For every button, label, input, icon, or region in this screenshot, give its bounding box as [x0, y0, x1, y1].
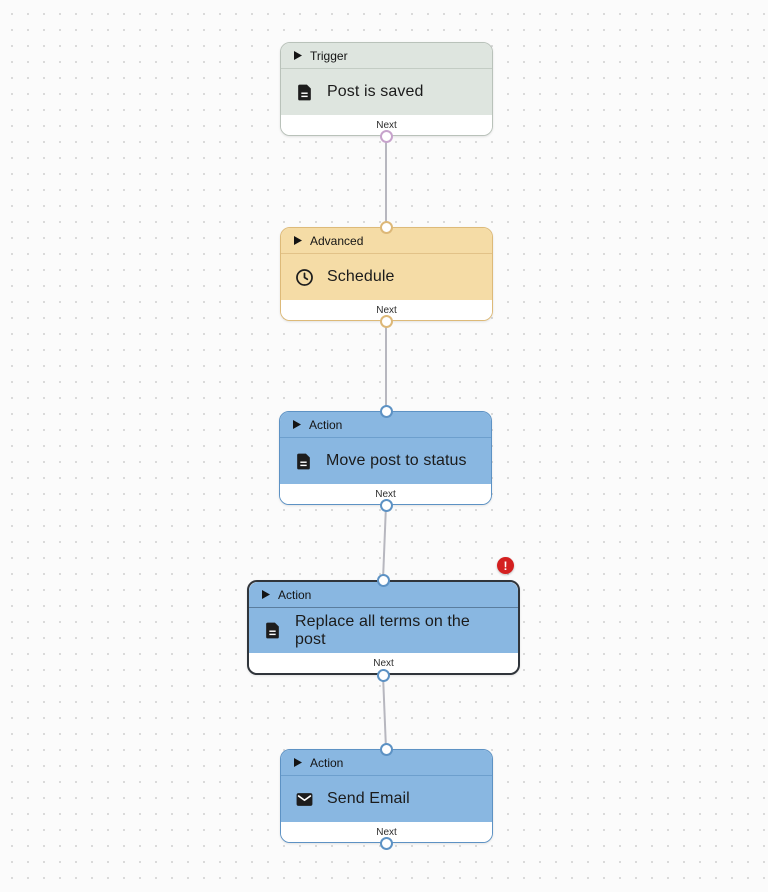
node-category-label: Action — [278, 587, 312, 602]
document-icon — [295, 83, 314, 102]
output-port[interactable] — [380, 130, 393, 143]
input-port[interactable] — [380, 743, 393, 756]
document-icon — [294, 452, 313, 471]
output-port[interactable] — [380, 315, 393, 328]
node-category-label: Action — [310, 755, 344, 770]
node-title: Replace all terms on the post — [295, 612, 470, 648]
input-port[interactable] — [377, 574, 390, 587]
next-label: Next — [249, 653, 518, 673]
collapse-toggle-icon[interactable] — [294, 236, 302, 245]
node-action-send-email[interactable]: Action Send Email Next — [280, 749, 493, 843]
output-port[interactable] — [377, 669, 390, 682]
node-category-label: Trigger — [310, 48, 348, 63]
input-port[interactable] — [380, 405, 393, 418]
input-port[interactable] — [380, 221, 393, 234]
node-category-label: Action — [309, 417, 343, 432]
node-action-move-post-to-status[interactable]: Action Move post to status Next — [279, 411, 492, 505]
document-icon — [263, 621, 282, 640]
node-body: Post is saved — [281, 69, 492, 115]
mail-icon — [295, 790, 314, 809]
collapse-toggle-icon[interactable] — [293, 420, 301, 429]
node-body: Move post to status — [280, 438, 491, 484]
clock-icon — [295, 268, 314, 287]
node-title: Move post to status — [326, 452, 467, 469]
next-label: Next — [280, 484, 491, 504]
node-trigger-post-is-saved[interactable]: Trigger Post is saved Next — [280, 42, 493, 136]
node-header: Trigger — [281, 43, 492, 69]
node-body: Send Email — [281, 776, 492, 822]
next-label: Next — [281, 300, 492, 320]
node-title: Schedule — [327, 268, 395, 285]
node-body: Replace all terms on the post — [249, 608, 518, 653]
next-label: Next — [281, 115, 492, 135]
node-title: Send Email — [327, 790, 410, 807]
node-advanced-schedule[interactable]: Advanced Schedule Next — [280, 227, 493, 321]
next-label: Next — [281, 822, 492, 842]
node-category-label: Advanced — [310, 233, 364, 248]
collapse-toggle-icon[interactable] — [262, 590, 270, 599]
node-action-replace-all-terms[interactable]: Action Replace all terms on the post Nex… — [247, 580, 520, 675]
collapse-toggle-icon[interactable] — [294, 51, 302, 60]
output-port[interactable] — [380, 837, 393, 850]
output-port[interactable] — [380, 499, 393, 512]
node-body: Schedule — [281, 254, 492, 300]
node-title: Post is saved — [327, 83, 424, 100]
collapse-toggle-icon[interactable] — [294, 758, 302, 767]
error-badge-icon[interactable]: ! — [497, 557, 514, 574]
